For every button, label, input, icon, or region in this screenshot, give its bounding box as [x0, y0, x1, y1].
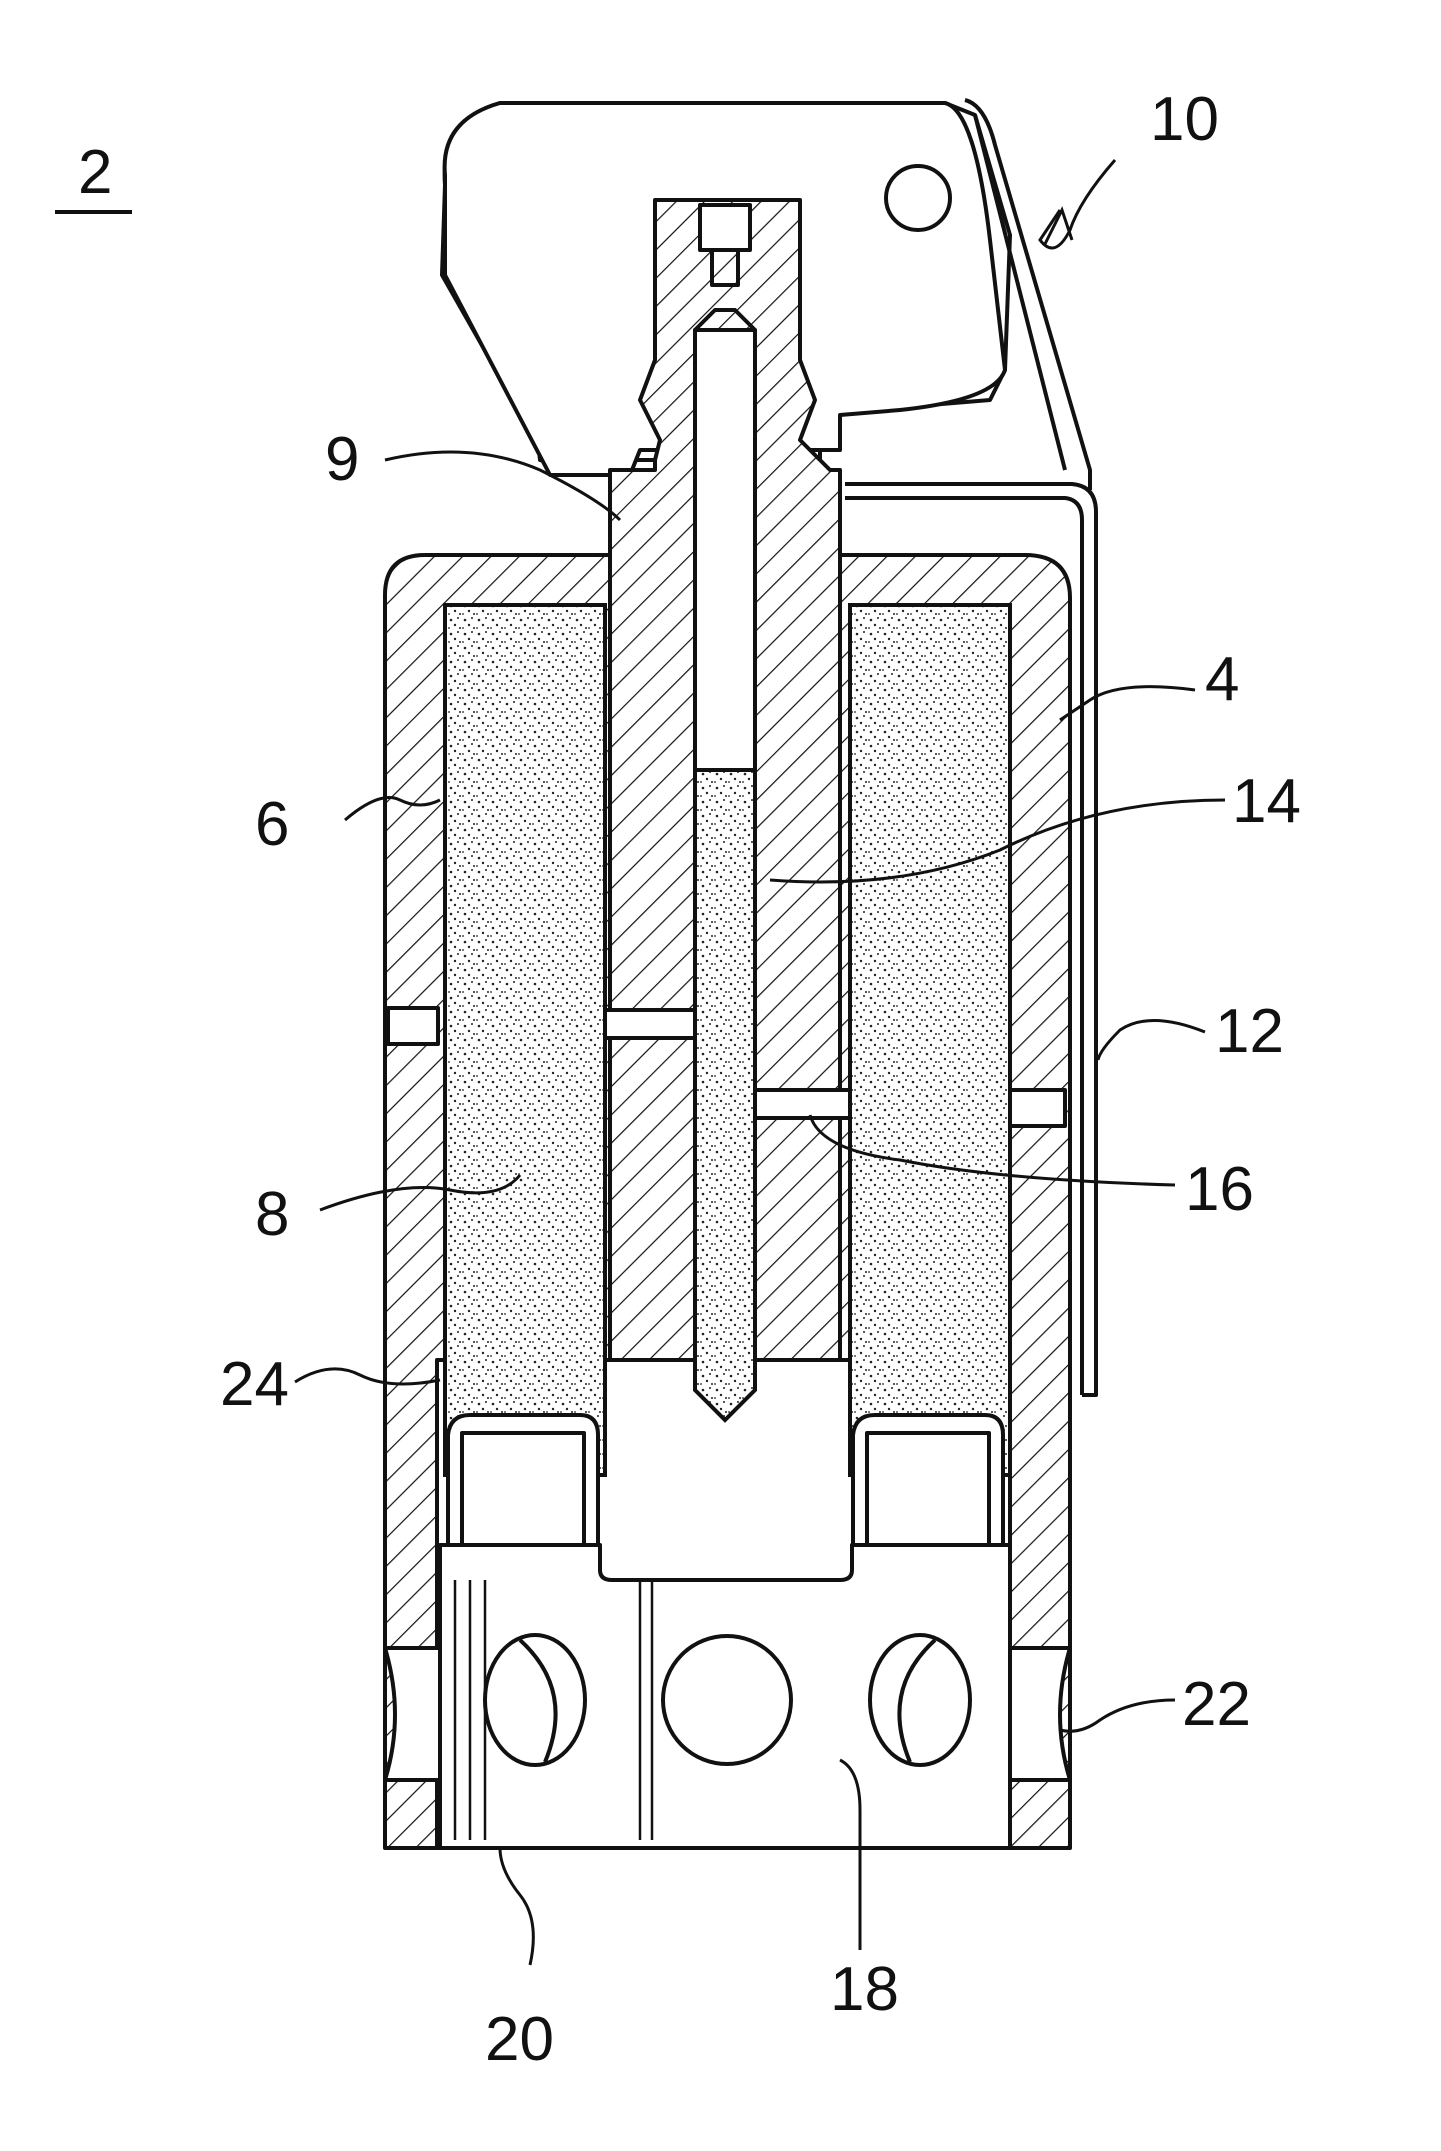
label-8: 8 — [255, 1180, 289, 1249]
nozzle-ring — [440, 1545, 1010, 1848]
seal-rings — [448, 1415, 1003, 1545]
propellant-left — [445, 605, 605, 1475]
igniter-bore-upper — [695, 330, 755, 770]
label-4: 4 — [1205, 645, 1239, 714]
label-6: 6 — [255, 790, 289, 859]
svg-text:2: 2 — [78, 138, 112, 207]
label-22: 22 — [1182, 1670, 1251, 1739]
label-12: 12 — [1215, 997, 1284, 1066]
figure-number: 2 — [55, 138, 132, 212]
label-9: 9 — [325, 425, 359, 494]
igniter-bore-fill — [695, 770, 755, 1420]
propellant-right — [850, 605, 1010, 1475]
label-18: 18 — [830, 1955, 899, 2024]
label-14: 14 — [1232, 767, 1301, 836]
label-24: 24 — [220, 1350, 289, 1419]
label-20: 20 — [485, 2005, 554, 2074]
label-16: 16 — [1185, 1155, 1254, 1224]
label-10: 10 — [1150, 85, 1219, 154]
